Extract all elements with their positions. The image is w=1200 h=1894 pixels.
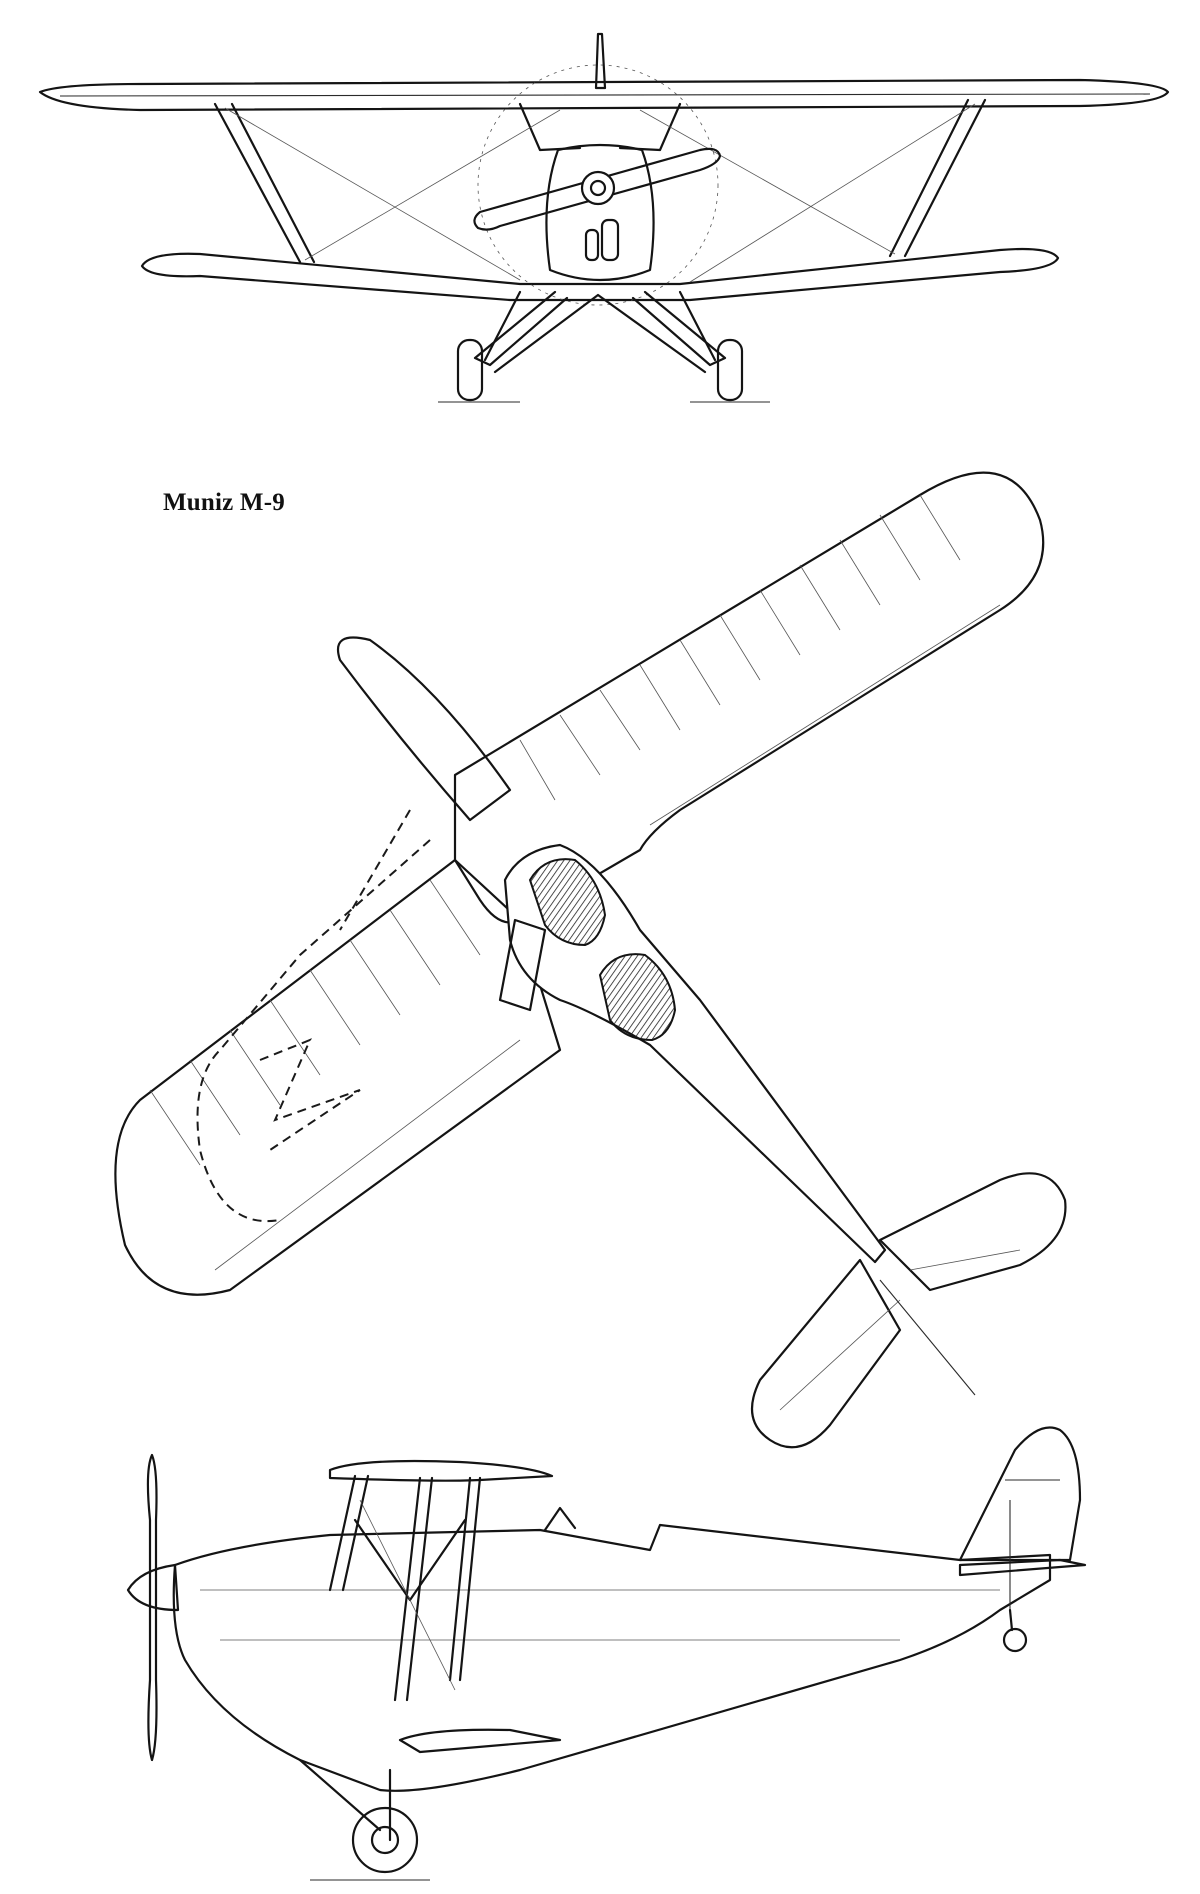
side-tailwheel — [1002, 1627, 1028, 1653]
front-upper-wing — [38, 78, 1170, 112]
side-fuselage — [172, 1523, 1052, 1792]
front-fuselage — [545, 143, 655, 282]
side-upper-wing — [328, 1459, 554, 1482]
front-landing-gear — [438, 290, 770, 403]
front-lower-wing — [140, 247, 1060, 302]
plan-fuselage — [503, 843, 887, 1264]
side-landing-gear — [298, 1758, 430, 1881]
front-bracing-wires — [224, 103, 976, 283]
side-lower-wing — [398, 1728, 562, 1754]
aircraft-caption: Muniz M-9 — [163, 489, 285, 516]
plan-view — [114, 471, 1067, 1449]
side-propeller — [146, 1453, 158, 1762]
front-view — [38, 32, 1170, 403]
plan-lower-wing — [114, 809, 562, 1296]
side-tail-fin — [958, 1426, 1082, 1562]
front-propeller — [473, 147, 722, 231]
side-struts — [328, 1474, 482, 1702]
side-tailplane — [958, 1558, 1087, 1577]
plan-front-cockpit — [528, 858, 607, 947]
plan-propeller — [337, 636, 512, 822]
side-view — [126, 1426, 1087, 1881]
plan-tailplane — [750, 1172, 1067, 1449]
plan-rear-cockpit — [598, 953, 677, 1042]
